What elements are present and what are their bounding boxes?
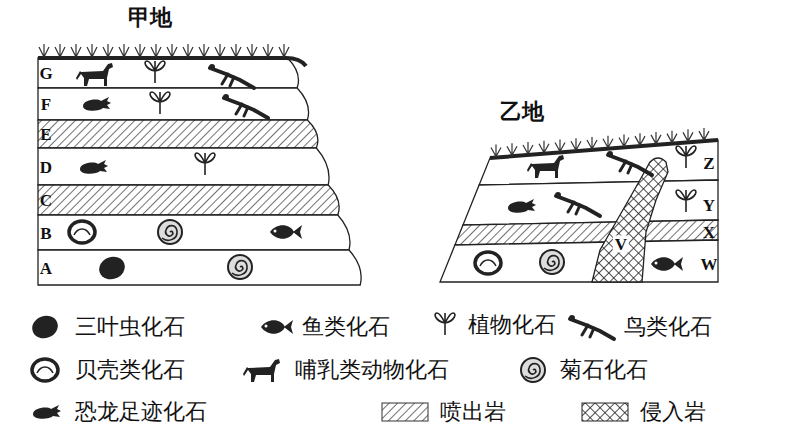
grass xyxy=(635,133,645,145)
grass xyxy=(651,132,661,144)
legend-text: 三叶虫化石 xyxy=(75,316,185,338)
dino-fossil xyxy=(83,97,111,111)
legend-text: 喷出岩 xyxy=(440,401,506,423)
ammonite-fossil xyxy=(228,255,252,279)
bird-fossil xyxy=(223,94,268,118)
stratum-letter: C xyxy=(40,192,52,209)
grass xyxy=(603,136,613,148)
mammal-fossil xyxy=(527,155,564,178)
plant-fossil xyxy=(676,146,696,168)
mammal-fossil xyxy=(76,63,113,86)
stratum-letter: Y xyxy=(703,197,715,214)
stratum-letter: V xyxy=(613,236,629,253)
stratum-band xyxy=(440,240,718,282)
legend-sample xyxy=(382,403,428,421)
grass xyxy=(571,138,581,150)
grass xyxy=(55,44,65,57)
grass xyxy=(87,44,97,57)
bird-fossil xyxy=(555,192,600,216)
grass xyxy=(539,141,549,153)
stratum-letter: D xyxy=(40,159,52,176)
stratum-band xyxy=(38,120,318,148)
grass xyxy=(683,129,693,141)
legend-text: 贝壳类化石 xyxy=(75,359,185,381)
stratum-letter: A xyxy=(40,260,52,277)
stratum-letter: G xyxy=(39,65,52,82)
stratum-letter: Z xyxy=(703,155,714,172)
legend-sample xyxy=(33,405,61,419)
stratum-band xyxy=(38,58,299,88)
dino-fossil xyxy=(80,160,108,174)
stratum-band xyxy=(38,185,339,215)
legend-text: 鸟类化石 xyxy=(624,316,712,338)
grass xyxy=(279,44,289,57)
legend-sample xyxy=(243,359,280,382)
grass xyxy=(247,44,257,57)
shell-fossil xyxy=(69,221,95,243)
bird-fossil xyxy=(209,64,254,88)
plant-fossil xyxy=(676,190,696,212)
legend-sample xyxy=(521,358,545,382)
grass xyxy=(199,44,209,57)
grass xyxy=(523,142,533,154)
grass xyxy=(103,44,113,57)
plant-fossil xyxy=(145,61,165,83)
stratum-band xyxy=(38,215,350,250)
fish-fossil xyxy=(651,257,683,271)
plant-fossil xyxy=(195,153,215,175)
grass xyxy=(619,134,629,146)
grass xyxy=(231,44,241,57)
ammonite-fossil xyxy=(158,220,182,244)
stratum-letter: X xyxy=(703,224,715,241)
shell-fossil xyxy=(475,252,501,274)
stratum-band xyxy=(38,250,361,285)
legend-text: 侵入岩 xyxy=(640,401,706,423)
grass xyxy=(151,44,161,57)
grass xyxy=(667,131,677,143)
trilobite-fossil xyxy=(96,253,128,283)
ground-surface xyxy=(38,58,306,66)
plant-fossil xyxy=(150,92,170,114)
dino-fossil xyxy=(508,199,536,213)
grass xyxy=(167,44,177,57)
legend-text: 鱼类化石 xyxy=(302,316,390,338)
bird-fossil xyxy=(607,151,652,175)
location-title: 乙地 xyxy=(500,101,544,123)
grass xyxy=(71,44,81,57)
grass xyxy=(263,44,273,57)
stratum-letter: F xyxy=(41,96,51,113)
grass xyxy=(555,139,565,151)
stratum-letter: E xyxy=(40,126,51,143)
grass xyxy=(39,44,49,57)
stratum-band xyxy=(38,88,309,120)
stratum-band xyxy=(479,140,718,185)
legend-text: 哺乳类动物化石 xyxy=(295,359,449,381)
location-title: 甲地 xyxy=(128,7,172,29)
grass xyxy=(491,145,501,157)
stratum-band xyxy=(463,180,718,225)
legend-text: 植物化石 xyxy=(468,314,556,336)
grass xyxy=(587,137,597,149)
grass xyxy=(507,143,517,155)
legend-sample xyxy=(32,359,58,381)
legend-sample xyxy=(29,312,61,342)
legend-text: 恐龙足迹化石 xyxy=(75,401,207,423)
stratum-letter: W xyxy=(701,256,718,273)
grass xyxy=(183,44,193,57)
legend-sample xyxy=(261,320,293,334)
grass xyxy=(119,44,129,57)
grass xyxy=(215,44,225,57)
grass xyxy=(699,128,709,140)
fish-fossil xyxy=(270,225,302,239)
legend-text: 菊石化石 xyxy=(560,359,648,381)
stratum-letter: B xyxy=(40,225,51,242)
legend-sample xyxy=(569,315,614,339)
grass xyxy=(135,44,145,57)
legend-sample xyxy=(582,403,628,421)
legend-sample xyxy=(435,313,455,335)
stratum-band xyxy=(38,148,329,185)
ammonite-fossil xyxy=(540,250,564,274)
